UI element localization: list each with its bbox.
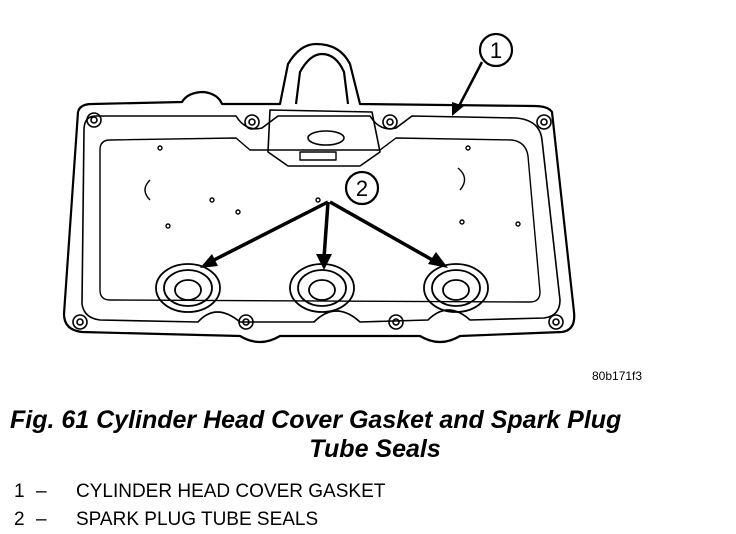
image-code: 80b171f3 (592, 369, 642, 383)
legend-item-dash: – (36, 481, 47, 502)
caption-line-2: Tube Seals (309, 435, 441, 463)
legend-item-2: 2 – SPARK PLUG TUBE SEALS (14, 506, 385, 534)
callout-1: 1 (452, 32, 514, 116)
figure-caption: Fig. 61 Cylinder Head Cover Gasket and S… (0, 406, 736, 464)
legend-item-dash: – (36, 509, 47, 530)
legend-item-number: 1 (14, 481, 25, 502)
legend-item-text: SPARK PLUG TUBE SEALS (76, 509, 319, 530)
inner-marks (144, 145, 521, 229)
callout-1-number: 1 (490, 38, 502, 63)
spark-plug-tube-seal-3 (423, 263, 489, 313)
cover-inner-floor (99, 137, 541, 303)
lifting-loop (294, 52, 350, 105)
callout-2: 2 (200, 170, 448, 270)
spark-plug-tube-seal-2 (289, 263, 355, 313)
bolt-holes (72, 112, 564, 330)
center-boss-slot (299, 151, 337, 161)
center-boss-hole (307, 130, 345, 146)
legend-item-1: 1 – CYLINDER HEAD COVER GASKET (14, 478, 385, 506)
legend-item-text: CYLINDER HEAD COVER GASKET (76, 481, 386, 502)
cover-outline (62, 42, 576, 344)
callout-2-number: 2 (356, 176, 368, 201)
legend-item-number: 2 (14, 509, 25, 530)
center-boss (267, 109, 381, 167)
caption-line-1: Fig. 61 Cylinder Head Cover Gasket and S… (10, 406, 622, 434)
spark-plug-tube-seal-1 (155, 263, 221, 313)
legend: 1 – CYLINDER HEAD COVER GASKET 2 – SPARK… (14, 478, 385, 534)
